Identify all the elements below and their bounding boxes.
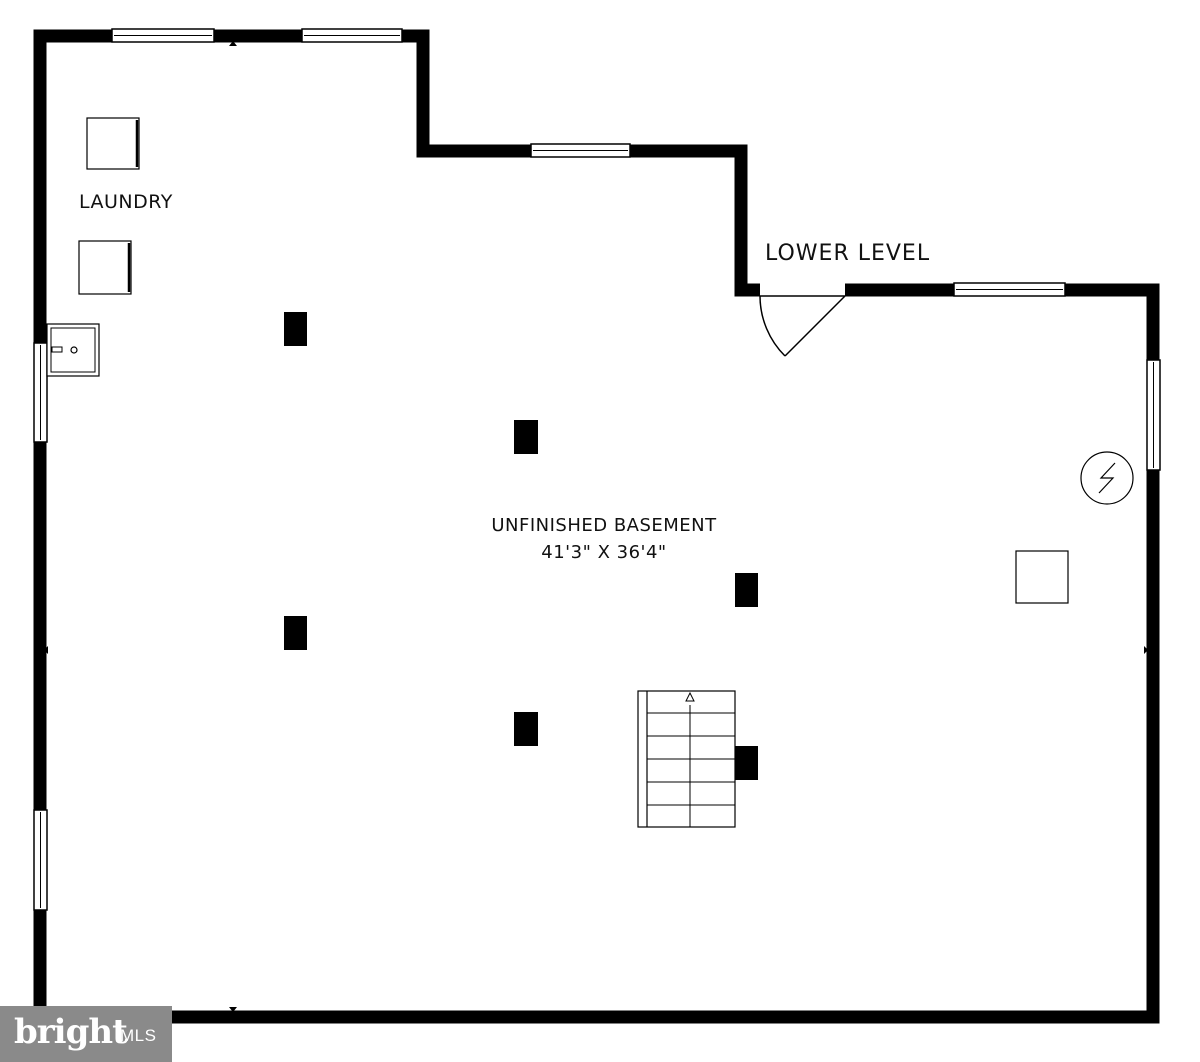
window xyxy=(953,282,1066,297)
window xyxy=(111,28,215,43)
window xyxy=(33,342,48,443)
window xyxy=(530,143,631,158)
support-column xyxy=(735,573,758,607)
room-dimensions: 41'3" X 36'4" xyxy=(541,542,667,563)
room-label-laundry: LAUNDRY xyxy=(79,191,173,213)
utility-sink xyxy=(46,323,100,377)
wall-marker xyxy=(229,41,237,46)
support-column xyxy=(284,616,307,650)
window xyxy=(301,28,403,43)
washer xyxy=(86,117,140,170)
wall-marker xyxy=(44,646,48,654)
staircase xyxy=(637,690,736,828)
room-name: UNFINISHED BASEMENT xyxy=(491,515,717,536)
watermark-suffix: MLS xyxy=(120,1026,157,1045)
door xyxy=(759,283,846,357)
arrow-up-icon xyxy=(685,691,695,702)
level-title: LOWER LEVEL xyxy=(765,241,931,266)
watermark-brand: bright xyxy=(14,1012,128,1052)
wall-marker xyxy=(229,1007,237,1012)
room-label-basement: UNFINISHED BASEMENT 41'3" X 36'4" xyxy=(479,512,729,566)
bright-mls-watermark: bright MLS xyxy=(0,1006,172,1062)
furnace xyxy=(1015,550,1069,604)
wall-marker xyxy=(1144,646,1148,654)
dryer xyxy=(78,240,132,295)
water-heater-icon xyxy=(1080,451,1134,505)
support-column xyxy=(284,312,307,346)
window xyxy=(33,809,48,911)
support-column xyxy=(735,746,758,780)
window xyxy=(1146,359,1161,471)
support-column xyxy=(514,420,538,454)
support-column xyxy=(514,712,538,746)
